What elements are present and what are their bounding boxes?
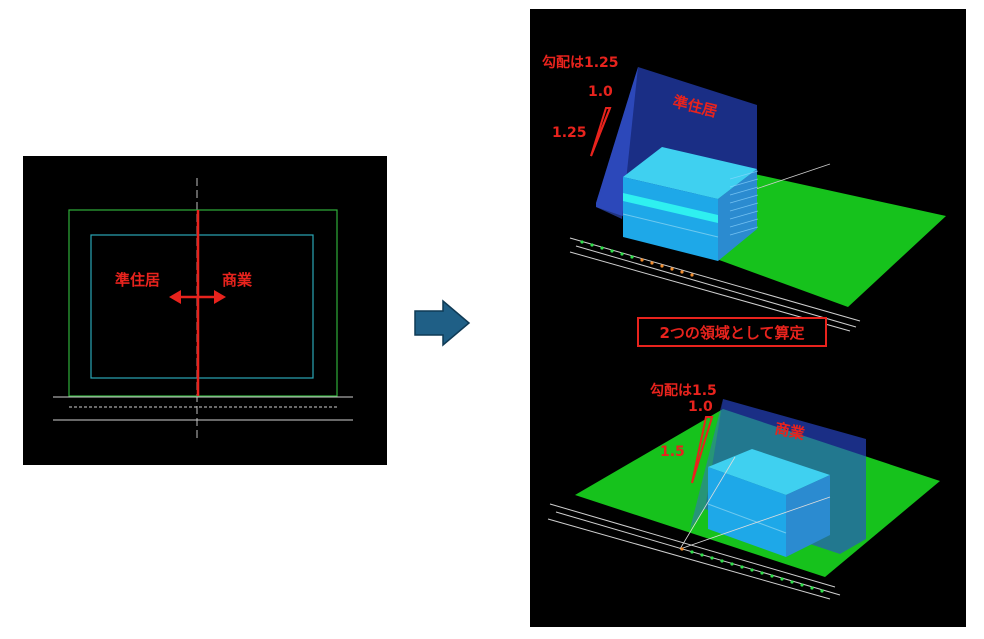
lower-slope-horizontal: 1.0	[688, 399, 713, 415]
lower-boundary-dots	[680, 547, 824, 593]
zone-right-label: 商業	[222, 271, 253, 289]
lower-building-floor-line	[707, 503, 787, 534]
lower-slope-vertical: 1.5	[660, 444, 685, 460]
lower-view: 勾配は1.5 1.0 1.5 商業	[547, 382, 940, 600]
plan-view-drawing: 準住居 商業	[53, 178, 353, 439]
perspective-panel: 勾配は1.25 1.0 1.25 準住居	[530, 9, 966, 627]
lower-building-top	[708, 449, 830, 495]
right-arrow-icon	[414, 299, 471, 347]
upper-slope-title: 勾配は1.25	[542, 54, 619, 71]
lower-guide-line-1	[679, 456, 736, 550]
upper-slope-vertical: 1.25	[552, 125, 587, 141]
lower-road-line-1	[549, 503, 836, 588]
upper-view: 勾配は1.25 1.0 1.25 準住居	[542, 54, 946, 332]
upper-road-line-2	[575, 245, 857, 328]
upper-road-line-1	[569, 237, 861, 322]
upper-envelope-slope	[596, 67, 638, 219]
upper-guide-line	[749, 163, 831, 192]
upper-building-top	[623, 147, 757, 199]
upper-building-side	[718, 169, 757, 261]
lower-slope-triangle	[691, 416, 714, 484]
lower-building-side	[786, 475, 830, 557]
lot-outline	[68, 209, 338, 397]
caption-box: 2つの領域として算定	[637, 317, 827, 347]
upper-building-band	[623, 193, 718, 223]
upper-building-floor-line	[622, 213, 719, 238]
lower-slope-title: 勾配は1.5	[650, 382, 717, 399]
lower-envelope-slope	[690, 399, 723, 529]
lower-building-front	[708, 467, 786, 557]
panel-join	[530, 376, 538, 380]
upper-slope-horizontal: 1.0	[588, 84, 613, 100]
upper-hatch	[729, 170, 759, 236]
upper-building-front	[623, 177, 718, 261]
upper-ground	[695, 161, 946, 307]
lower-guide-line-2	[679, 496, 831, 550]
lower-road-line-3	[547, 518, 831, 600]
perspective-drawing: 勾配は1.25 1.0 1.25 準住居	[542, 54, 946, 600]
upper-boundary-dots	[580, 240, 694, 277]
zone-left-label: 準住居	[115, 271, 160, 289]
plan-view-panel: 準住居 商業	[23, 156, 387, 465]
building-outline	[90, 234, 314, 379]
double-arrow-icon	[169, 290, 226, 304]
